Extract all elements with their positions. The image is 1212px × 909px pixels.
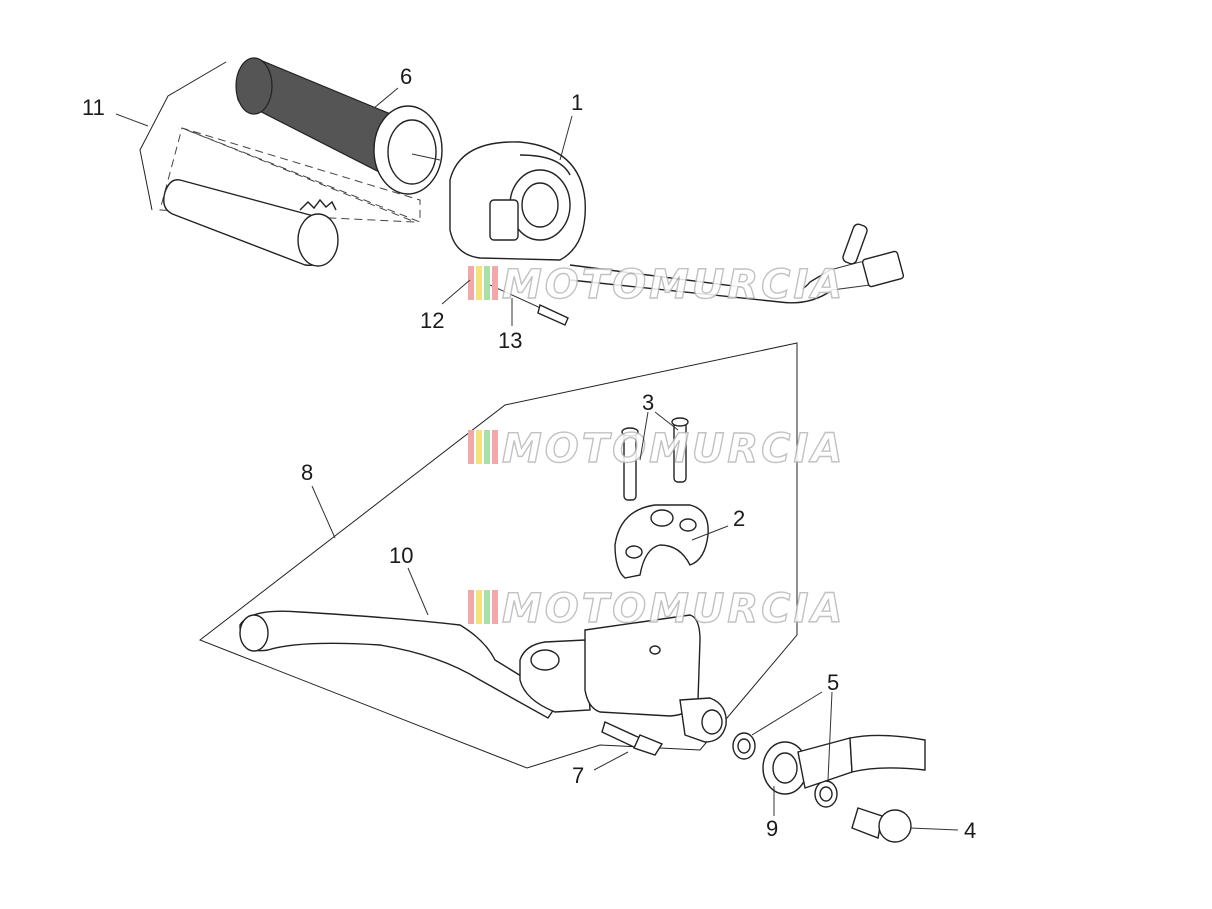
leader-line-3b (654, 411, 679, 431)
handlebar-grip-part (235, 57, 443, 195)
callout-11: 11 (82, 95, 105, 120)
callout-3: 3 (642, 390, 654, 415)
clamp-screws-part (621, 417, 689, 501)
leader-line-2 (691, 525, 729, 541)
watermark-text: MOTOMURCIA (502, 586, 845, 632)
watermark-text: MOTOMURCIA (502, 426, 845, 472)
banjo-fitting-part (762, 734, 926, 795)
leader-line-4 (909, 827, 959, 831)
boundary-group-8 (198, 342, 798, 769)
grip-dashed-outline (159, 127, 421, 223)
callout-13: 13 (498, 328, 522, 353)
callout-4: 4 (964, 818, 976, 843)
master-cylinder-part (519, 614, 727, 743)
switch-wiring-harness (489, 223, 905, 326)
callout-9: 9 (766, 816, 778, 841)
leader-line-3 (639, 411, 649, 461)
switch-housing-part (449, 141, 586, 261)
handlebar-clamp-part (614, 504, 709, 579)
boundary-group-11 (139, 61, 227, 211)
callout-5: 5 (827, 670, 839, 695)
callout-2: 2 (733, 506, 745, 531)
leader-line-11 (115, 113, 149, 127)
callout-8: 8 (301, 460, 313, 485)
leader-line-5a (751, 691, 823, 736)
watermark-logo: MOTOMURCIA (468, 261, 845, 309)
leader-line-1 (559, 115, 573, 161)
callout-6: 6 (400, 64, 412, 89)
leader-line-12 (441, 279, 471, 305)
callout-12: 12 (420, 308, 444, 333)
leader-line-10 (407, 567, 429, 616)
leader-line-6 (373, 87, 399, 109)
watermark-logo: MOTOMURCIA (468, 585, 845, 633)
callout-7: 7 (572, 763, 584, 788)
leader-line-7 (593, 751, 629, 771)
throttle-tube-part (163, 179, 339, 267)
callout-1: 1 (571, 90, 583, 115)
watermark-logo: MOTOMURCIA (468, 425, 845, 473)
sealing-washers-part (732, 732, 838, 808)
watermark-text: MOTOMURCIA (502, 262, 845, 308)
callout-10: 10 (389, 543, 413, 568)
leader-line-5b (827, 691, 833, 781)
brake-light-switch-part (601, 721, 664, 756)
leader-line-8 (311, 485, 336, 539)
banjo-bolt-part (851, 807, 912, 843)
